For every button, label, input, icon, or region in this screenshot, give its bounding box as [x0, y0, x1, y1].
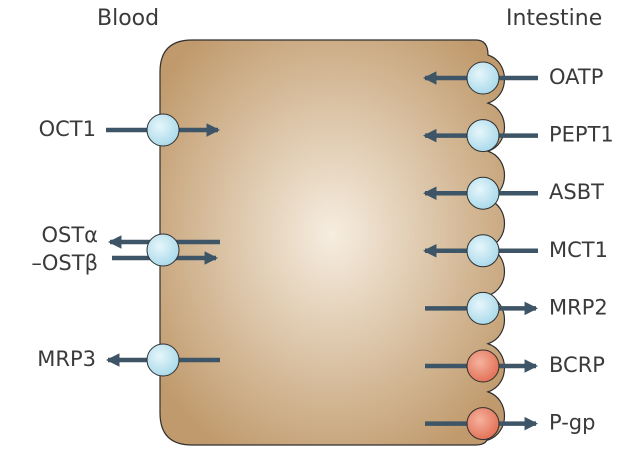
pept1-label: PEPT1	[549, 123, 614, 147]
oct1-transporter	[147, 114, 179, 146]
mrp3-label: MRP3	[37, 347, 96, 371]
p-gp-label: P-gp	[549, 411, 595, 435]
asbt-label: ASBT	[549, 180, 604, 204]
mct1-label: MCT1	[549, 238, 608, 262]
mrp2-transporter	[467, 292, 499, 324]
asbt-transporter	[467, 177, 499, 209]
oatp-transporter	[467, 62, 499, 94]
p-gp-transporter	[467, 408, 499, 440]
ost-transporter	[147, 234, 179, 266]
bcrp-transporter	[467, 350, 499, 382]
oatp-label: OATP	[549, 65, 603, 89]
bcrp-label: BCRP	[549, 353, 605, 377]
oct1-label: OCT1	[39, 117, 96, 141]
ost-label: –OSTβ	[31, 251, 98, 275]
ost-label: OSTα	[41, 223, 98, 247]
mrp3-transporter	[147, 344, 179, 376]
pept1-transporter	[467, 120, 499, 152]
mrp2-label: MRP2	[549, 295, 608, 319]
mct1-transporter	[467, 235, 499, 267]
